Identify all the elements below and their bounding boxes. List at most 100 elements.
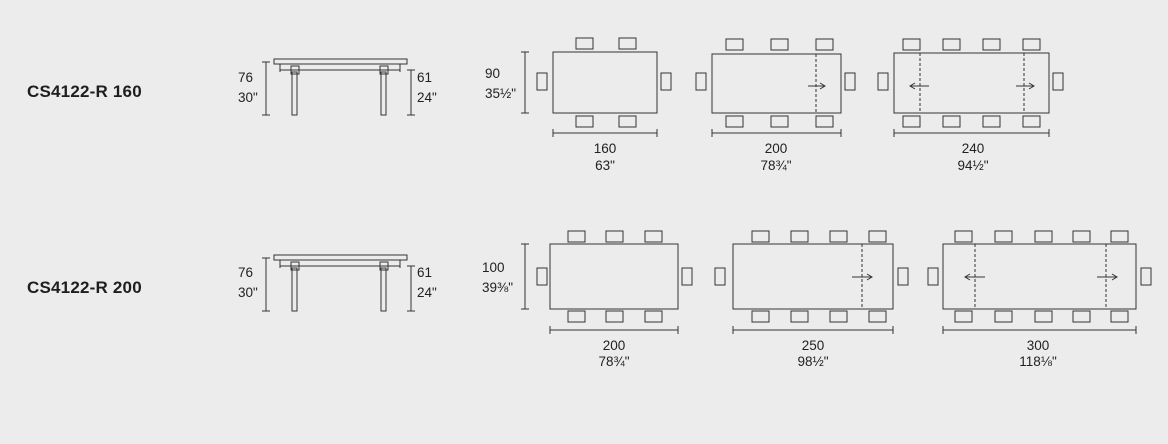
chair: [751, 310, 770, 323]
chair: [1022, 38, 1041, 51]
tabletop-outline: [942, 243, 1137, 310]
model-label-200: CS4122-R 200: [27, 278, 142, 297]
chair: [942, 115, 961, 128]
chair: [790, 310, 809, 323]
depth-in: 39⅜": [482, 280, 513, 295]
chair: [829, 230, 848, 243]
chair: [1140, 267, 1152, 286]
chair: [567, 230, 586, 243]
chair: [575, 37, 594, 50]
width-in: 98½": [797, 354, 828, 369]
side-view-row1: [262, 58, 415, 116]
leg-height-cm: 61: [417, 70, 432, 85]
depth-dim-row1: [521, 51, 529, 114]
chair: [897, 267, 909, 286]
tabletop-outline: [732, 243, 894, 310]
depth-dim-row2: [521, 243, 529, 310]
chair: [877, 72, 889, 91]
chair: [844, 72, 856, 91]
table-leg: [291, 267, 298, 312]
depth-in: 35½": [485, 86, 516, 101]
chair: [954, 310, 973, 323]
table-top-250: [714, 230, 909, 334]
depth-cm: 100: [482, 260, 505, 275]
width-cm: 300: [1027, 338, 1050, 353]
leg-height-in: 24": [417, 90, 437, 105]
leg-height-cm: 61: [417, 265, 432, 280]
chair: [1110, 230, 1129, 243]
chair: [714, 267, 726, 286]
chair: [1052, 72, 1064, 91]
chair: [660, 72, 672, 91]
tabletop-outline: [552, 51, 658, 114]
chair: [942, 38, 961, 51]
table-leg: [291, 71, 298, 116]
width-in: 63": [595, 158, 615, 173]
chair: [868, 310, 887, 323]
chair: [1072, 310, 1091, 323]
model-label-160: CS4122-R 160: [27, 82, 142, 101]
chair: [1022, 115, 1041, 128]
tabletop-side: [273, 58, 408, 65]
chair: [751, 230, 770, 243]
width-in: 94½": [957, 158, 988, 173]
chair: [536, 267, 548, 286]
width-in: 118⅛": [1019, 354, 1057, 369]
chair: [994, 230, 1013, 243]
chair: [902, 38, 921, 51]
chair: [829, 310, 848, 323]
side-view-row2: [262, 254, 415, 312]
table-top-300: [927, 230, 1152, 334]
chair: [770, 38, 789, 51]
chair: [982, 115, 1001, 128]
chair: [927, 267, 939, 286]
chair: [994, 310, 1013, 323]
chair: [902, 115, 921, 128]
table-top-200: [695, 38, 856, 137]
depth-cm: 90: [485, 66, 500, 81]
chair: [868, 230, 887, 243]
width-cm: 200: [603, 338, 626, 353]
chair: [567, 310, 586, 323]
width-cm: 160: [594, 141, 617, 156]
chair: [681, 267, 693, 286]
leg-height-in: 24": [417, 285, 437, 300]
chair: [695, 72, 707, 91]
table-top-240: [877, 38, 1064, 137]
table-top-200-base: [536, 230, 693, 334]
chair: [644, 310, 663, 323]
table-leg: [380, 71, 387, 116]
width-cm: 240: [962, 141, 985, 156]
chair: [644, 230, 663, 243]
height-cm: 76: [238, 70, 253, 85]
chair: [982, 38, 1001, 51]
chair: [790, 230, 809, 243]
chair: [618, 37, 637, 50]
chair: [575, 115, 594, 128]
height-in: 30": [238, 90, 258, 105]
height-in: 30": [238, 285, 258, 300]
chair: [1072, 230, 1091, 243]
chair: [725, 38, 744, 51]
width-cm: 200: [765, 141, 788, 156]
width-in: 78¾": [598, 354, 629, 369]
chair: [815, 38, 834, 51]
width-in: 78¾": [760, 158, 791, 173]
chair: [605, 310, 624, 323]
chair: [954, 230, 973, 243]
chair: [1034, 310, 1053, 323]
width-cm: 250: [802, 338, 825, 353]
chair: [618, 115, 637, 128]
chair: [536, 72, 548, 91]
table-leg: [380, 267, 387, 312]
height-cm: 76: [238, 265, 253, 280]
table-top-160: [536, 37, 672, 137]
chair: [1110, 310, 1129, 323]
tabletop-outline: [549, 243, 679, 310]
chair: [1034, 230, 1053, 243]
chair: [815, 115, 834, 128]
chair: [770, 115, 789, 128]
chair: [605, 230, 624, 243]
tabletop-outline: [893, 52, 1050, 114]
